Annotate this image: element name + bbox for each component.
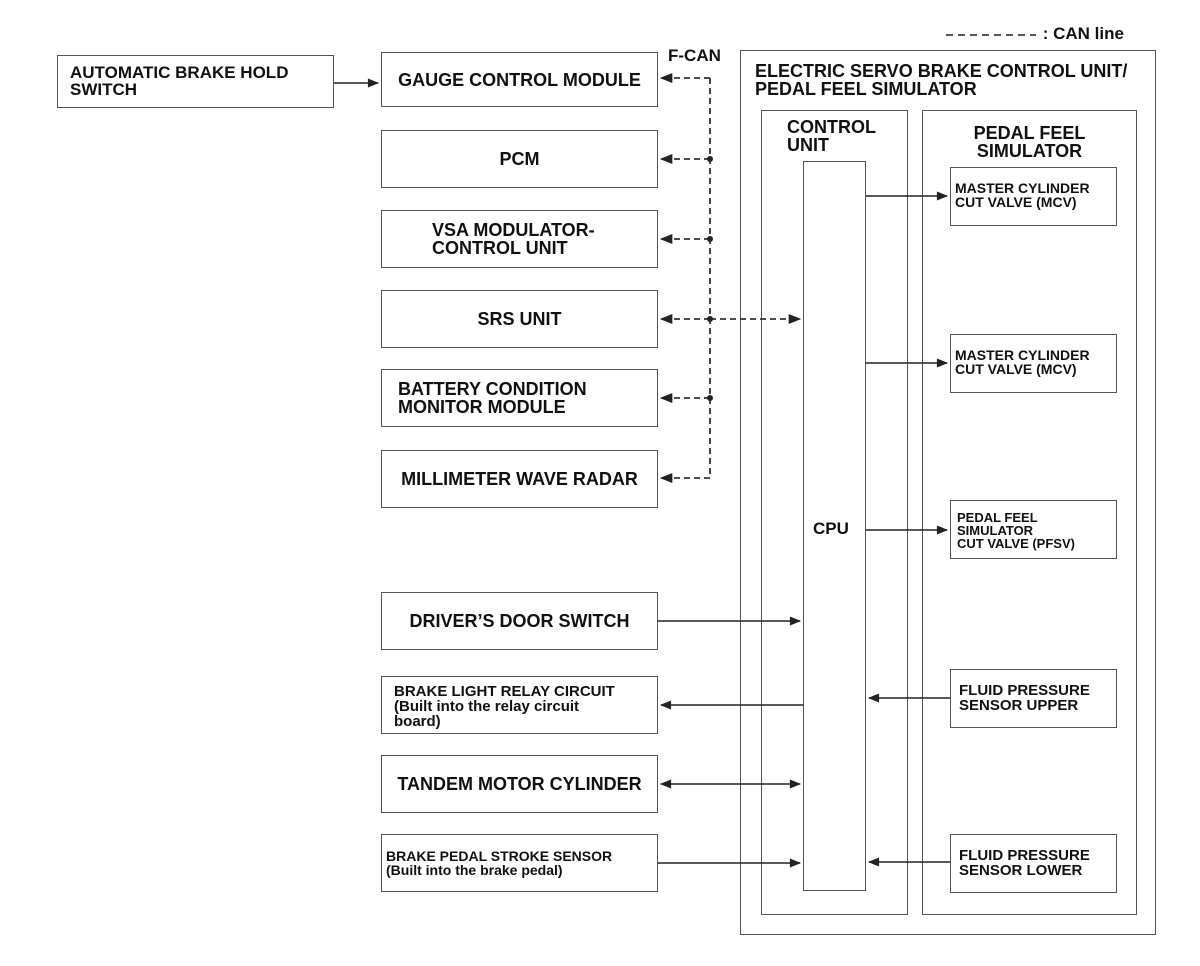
mcv2-line1: MASTER CYLINDER xyxy=(955,347,1090,363)
cpu-label: CPU xyxy=(813,519,849,538)
automatic-brake-hold-switch-line1: AUTOMATIC BRAKE HOLD xyxy=(70,63,289,82)
fp-upper-line1: FLUID PRESSURE xyxy=(959,682,1090,699)
vsa-modulator-control-unit-box: VSA MODULATOR- CONTROL UNIT xyxy=(381,210,658,268)
bus-node-vsa xyxy=(707,236,713,242)
stroke-sensor-label-line1: BRAKE PEDAL STROKE SENSOR xyxy=(386,848,613,864)
brake-light-relay-circuit-box: BRAKE LIGHT RELAY CIRCUIT (Built into th… xyxy=(381,676,658,734)
control-unit-line1: CONTROL xyxy=(787,117,876,137)
fluid-pressure-sensor-upper-box: FLUID PRESSURE SENSOR UPPER xyxy=(950,669,1117,728)
gauge-control-module-box: GAUGE CONTROL MODULE xyxy=(381,52,658,107)
battery-condition-monitor-module-box: BATTERY CONDITION MONITOR MODULE xyxy=(381,369,658,427)
drivers-door-switch-label: DRIVER’S DOOR SWITCH xyxy=(409,611,630,631)
brake-pedal-stroke-sensor-box: BRAKE PEDAL STROKE SENSOR (Built into th… xyxy=(381,834,658,892)
millimeter-wave-radar-box: MILLIMETER WAVE RADAR xyxy=(381,450,658,508)
pcm-label: PCM xyxy=(499,149,540,169)
mcv1-line1: MASTER CYLINDER xyxy=(955,180,1090,196)
simulator-title-line1: PEDAL FEEL xyxy=(973,123,1086,143)
pedal-feel-simulator-title: PEDAL FEEL SIMULATOR xyxy=(922,124,1137,160)
srs-unit-box: SRS UNIT xyxy=(381,290,658,348)
pedal-feel-simulator-cut-valve-box: PEDAL FEEL SIMULATOR CUT VALVE (PFSV) xyxy=(950,500,1117,559)
drivers-door-switch-box: DRIVER’S DOOR SWITCH xyxy=(381,592,658,650)
bus-node-srs xyxy=(707,316,713,322)
pcm-box: PCM xyxy=(381,130,658,188)
fp-lower-line2: SENSOR LOWER xyxy=(959,862,1083,879)
automatic-brake-hold-switch-line2: SWITCH xyxy=(70,80,138,99)
brake-light-label-line3: board) xyxy=(394,712,441,730)
automatic-brake-hold-switch-box: AUTOMATIC BRAKE HOLD SWITCH xyxy=(57,55,334,108)
battery-label-line2: MONITOR MODULE xyxy=(398,397,566,417)
millimeter-wave-radar-label: MILLIMETER WAVE RADAR xyxy=(401,469,638,489)
can-line-legend-label: : CAN line xyxy=(1042,24,1124,43)
fluid-pressure-sensor-lower-box: FLUID PRESSURE SENSOR LOWER xyxy=(950,834,1117,893)
battery-label-line1: BATTERY CONDITION xyxy=(398,379,587,399)
control-unit-line2: UNIT xyxy=(787,135,829,155)
mcv1-line2: CUT VALVE (MCV) xyxy=(955,194,1077,210)
tandem-motor-cylinder-box: TANDEM MOTOR CYLINDER xyxy=(381,755,658,813)
electric-servo-brake-unit-title: ELECTRIC SERVO BRAKE CONTROL UNIT/ PEDAL… xyxy=(755,62,1127,98)
cpu-box xyxy=(803,161,866,891)
pfsv-line1: PEDAL FEEL xyxy=(957,509,1038,525)
ecu-title-line1: ELECTRIC SERVO BRAKE CONTROL UNIT/ xyxy=(755,61,1128,81)
f-can-label: F-CAN xyxy=(668,46,721,65)
brake-light-label-line1: BRAKE LIGHT RELAY CIRCUIT xyxy=(394,682,615,700)
can-line-legend: : CAN line xyxy=(944,25,1124,42)
ecu-title-line2: PEDAL FEEL SIMULATOR xyxy=(755,79,977,99)
dashed-line-sample xyxy=(946,33,1036,36)
srs-unit-label: SRS UNIT xyxy=(477,309,562,329)
mcv2-line2: CUT VALVE (MCV) xyxy=(955,361,1077,377)
stroke-sensor-label-line2: (Built into the brake pedal) xyxy=(386,862,563,878)
pfsv-line3: CUT VALVE (PFSV) xyxy=(957,535,1075,551)
pfsv-line2: SIMULATOR xyxy=(957,522,1034,538)
brake-light-label-line2: (Built into the relay circuit xyxy=(394,697,580,715)
fp-lower-line1: FLUID PRESSURE xyxy=(959,847,1090,864)
vsa-label-line2: CONTROL UNIT xyxy=(432,238,568,258)
simulator-title-line2: SIMULATOR xyxy=(976,141,1083,161)
bus-node-pcm xyxy=(707,156,713,162)
master-cylinder-cut-valve-1-box: MASTER CYLINDER CUT VALVE (MCV) xyxy=(950,167,1117,226)
tandem-motor-cylinder-label: TANDEM MOTOR CYLINDER xyxy=(397,774,642,794)
master-cylinder-cut-valve-2-box: MASTER CYLINDER CUT VALVE (MCV) xyxy=(950,334,1117,393)
bus-node-battery xyxy=(707,395,713,401)
vsa-label-line1: VSA MODULATOR- xyxy=(432,220,595,240)
fp-upper-line2: SENSOR UPPER xyxy=(959,697,1079,714)
gauge-control-module-label: GAUGE CONTROL MODULE xyxy=(398,69,641,90)
control-unit-title: CONTROL UNIT xyxy=(787,118,876,154)
